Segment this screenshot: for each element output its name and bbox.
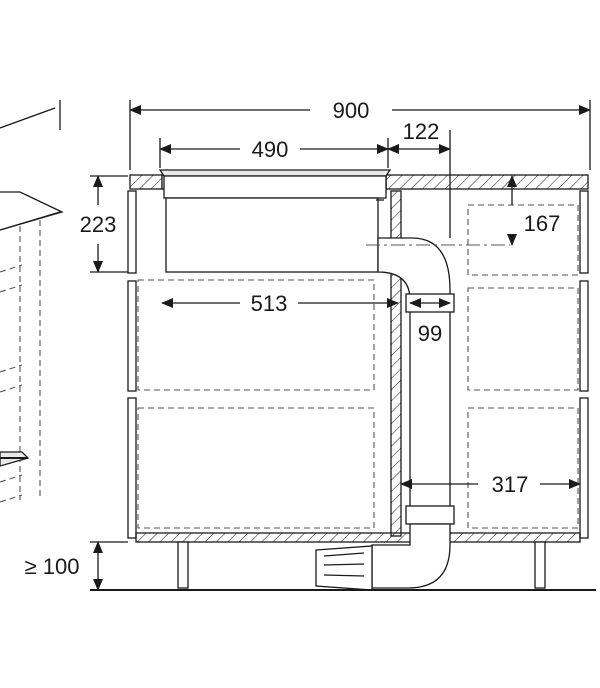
dimension-labels: 900 490 122 223 167 513 99 317 ≥ 100 [25,98,561,579]
dim-unit-depth: 513 [251,291,288,316]
dim-duct-offset: 122 [403,119,440,144]
dim-hob-width: 490 [252,137,289,162]
dim-hob-height: 223 [80,212,117,237]
cabinet-panels [127,190,589,543]
dim-duct-distance: 317 [492,472,529,497]
cooktop-extractor [158,169,392,273]
legs [90,541,596,591]
duct [315,237,510,591]
dim-duct-diameter: 99 [418,321,442,346]
dim-plinth-height: ≥ 100 [25,554,80,579]
dim-axis-height: 167 [524,211,561,236]
dimension-lines [90,100,591,591]
cabinet-interior [137,204,579,529]
perspective-fragment [0,100,64,503]
dim-total-width: 900 [333,98,370,123]
